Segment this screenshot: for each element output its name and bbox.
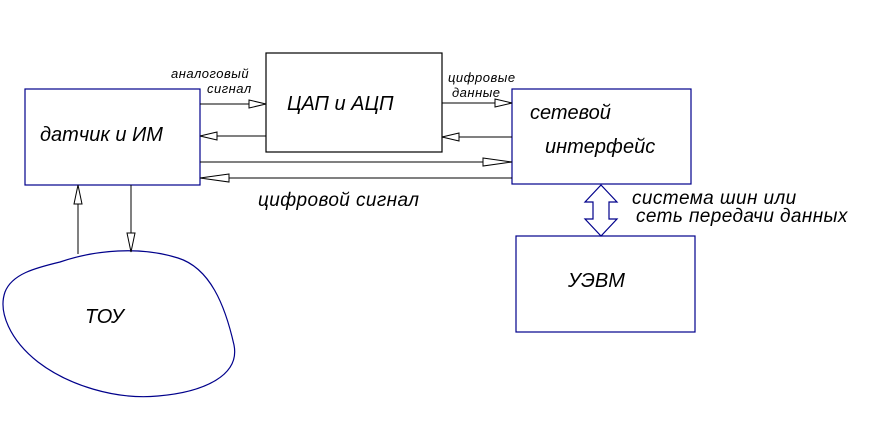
computer-box-label: УЭВМ [567, 270, 625, 292]
bus-label-line2: сеть передачи данных [636, 206, 849, 227]
digital-data-label-line2: данные [452, 85, 501, 100]
plant-to-sensor-arrow [73, 184, 83, 254]
digital-signal-out-arrow [200, 157, 513, 167]
plant-label: ТОУ [85, 306, 126, 328]
analog-signal-label-line1: аналоговый [171, 66, 249, 81]
computer-box [515, 235, 696, 333]
sensor-box-label: датчик и ИМ [40, 124, 163, 146]
dac-adc-box-label: ЦАП и АЦП [287, 93, 394, 115]
digital-data-in-arrow [441, 132, 512, 142]
bus-double-arrow [583, 184, 619, 237]
plant-blob [2, 250, 236, 398]
bus-label-line1: система шин или [632, 188, 797, 209]
analog-in-arrow [199, 131, 266, 141]
network-interface-label-line1: сетевой [530, 102, 611, 124]
sensor-to-plant-arrow [126, 185, 136, 253]
analog-signal-label-line2: сигнал [207, 81, 252, 96]
analog-out-arrow [200, 99, 267, 109]
digital-data-out-arrow [442, 98, 513, 108]
digital-signal-label: цифровой сигнал [258, 190, 419, 211]
network-interface-label-line2: интерфейс [545, 136, 655, 158]
digital-data-label-line1: цифровые [448, 70, 516, 85]
sensor-box [24, 88, 201, 186]
digital-signal-in-arrow [199, 173, 512, 183]
